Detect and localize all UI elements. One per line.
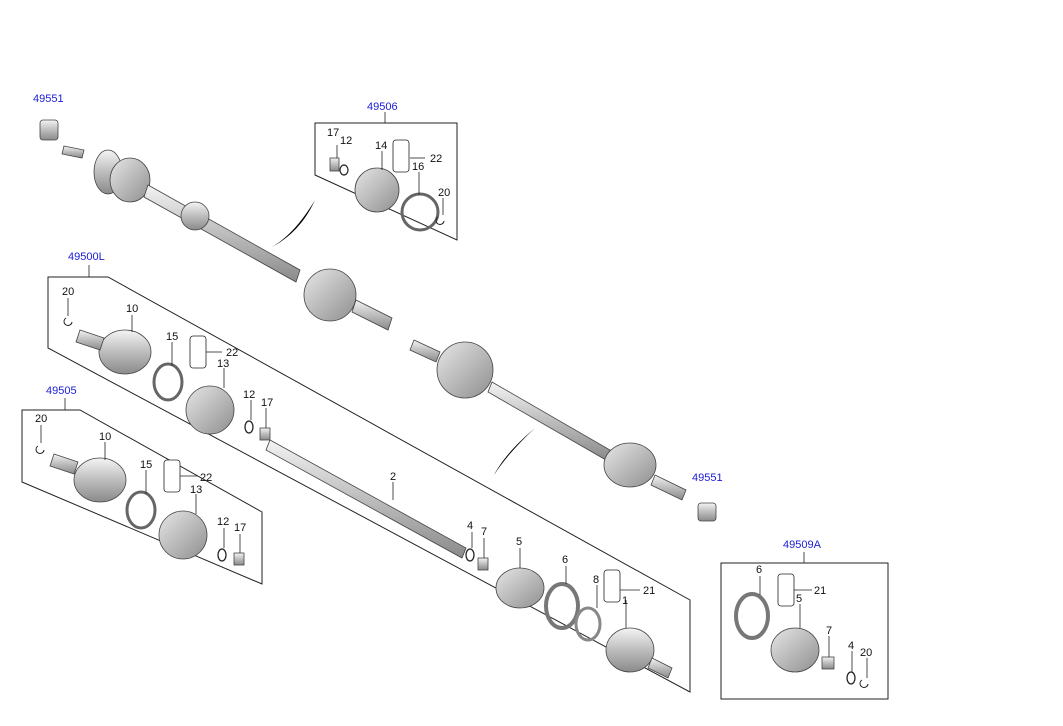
shaft-left xyxy=(143,184,301,283)
label-22: 22 xyxy=(430,153,442,165)
hub-nut-right xyxy=(697,502,717,522)
label-16: 16 xyxy=(412,161,424,173)
label-12: 12 xyxy=(243,389,255,401)
ref-code-49509A[interactable]: 49509A xyxy=(783,539,822,551)
kit-box-49506 xyxy=(314,112,458,241)
label-4: 4 xyxy=(848,640,854,652)
label-17: 17 xyxy=(261,397,273,409)
label-6: 6 xyxy=(562,554,568,566)
upper-left-driveshaft xyxy=(39,119,393,331)
label-12: 12 xyxy=(217,516,229,528)
label-8: 8 xyxy=(593,574,599,586)
label-17: 17 xyxy=(234,522,246,534)
label-20: 20 xyxy=(62,286,74,298)
hub-nut-left xyxy=(39,119,59,141)
damper-left xyxy=(180,201,210,231)
kit-box-49509A xyxy=(720,552,889,700)
label-21: 21 xyxy=(643,585,655,597)
shaft-right xyxy=(487,381,611,461)
label-10: 10 xyxy=(99,431,111,443)
inner-boot-right xyxy=(436,341,494,399)
inner-stub-right xyxy=(409,339,441,363)
label-15: 15 xyxy=(166,331,178,343)
kit-box-49505 xyxy=(21,398,263,585)
label-5: 5 xyxy=(796,593,802,605)
label-6: 6 xyxy=(756,564,762,576)
inner-stub-left xyxy=(351,299,393,331)
label-13: 13 xyxy=(217,358,229,370)
label-7: 7 xyxy=(826,625,832,637)
label-5: 5 xyxy=(516,536,522,548)
outer-boot-left xyxy=(109,157,151,203)
label-13: 13 xyxy=(190,484,202,496)
ref-code-49500L[interactable]: 49500L xyxy=(68,251,105,263)
label-22: 22 xyxy=(226,347,238,359)
kit-box-49500L xyxy=(47,265,691,693)
label-10: 10 xyxy=(126,303,138,315)
label-1: 1 xyxy=(622,595,628,607)
pointer-arrow-right xyxy=(494,428,535,475)
label-14: 14 xyxy=(375,140,387,152)
right-driveshaft xyxy=(409,339,717,522)
spline-stub-right xyxy=(650,474,687,501)
ref-code-49551-left[interactable]: 49551 xyxy=(33,93,64,105)
label-4: 4 xyxy=(467,520,473,532)
label-22: 22 xyxy=(200,472,212,484)
ref-code-49506[interactable]: 49506 xyxy=(367,101,398,113)
label-20: 20 xyxy=(35,413,47,425)
outer-boot-right xyxy=(603,442,657,488)
label-20: 20 xyxy=(860,647,872,659)
ref-code-49505[interactable]: 49505 xyxy=(46,385,77,397)
pointer-arrow-top xyxy=(270,200,315,248)
label-21: 21 xyxy=(814,585,826,597)
label-7: 7 xyxy=(481,526,487,538)
ref-code-49551-right[interactable]: 49551 xyxy=(692,472,723,484)
label-15: 15 xyxy=(140,459,152,471)
label-12: 12 xyxy=(340,135,352,147)
spline-stub-left xyxy=(61,145,85,159)
label-20: 20 xyxy=(438,187,450,199)
label-17: 17 xyxy=(327,127,339,139)
inner-boot-left xyxy=(303,268,357,322)
label-2: 2 xyxy=(390,471,396,483)
